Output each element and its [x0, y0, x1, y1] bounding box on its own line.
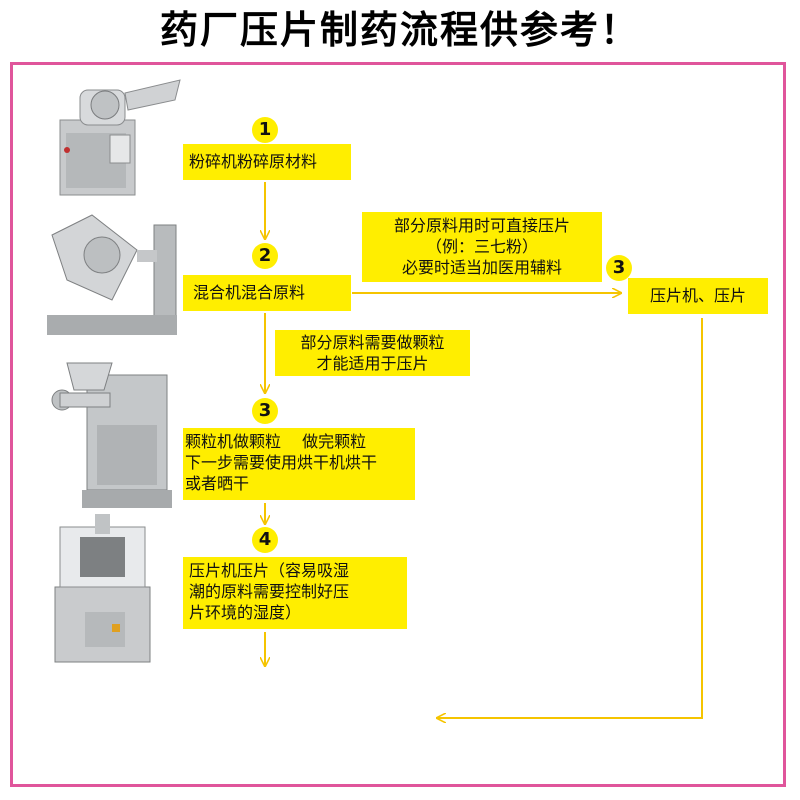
step-2-text: 混合机混合原料 — [183, 275, 351, 311]
granule-note: 部分原料需要做颗粒 才能适用于压片 — [275, 330, 470, 376]
step-number-1: 1 — [252, 117, 278, 143]
branch-step-number: 3 — [606, 255, 632, 281]
step-4-text: 压片机压片（容易吸湿 潮的原料需要控制好压 片环境的湿度） — [183, 557, 407, 629]
step-3-text: 颗粒机做颗粒 做完颗粒 下一步需要使用烘干机烘干 或者晒干 — [183, 428, 415, 500]
crusher-machine-image — [59, 79, 181, 196]
step-1-text: 粉碎机粉碎原材料 — [183, 144, 351, 180]
granulator-machine-image — [51, 362, 172, 508]
step-number-3: 3 — [252, 398, 278, 424]
mixer-machine-image — [47, 214, 177, 335]
content-frame — [10, 62, 786, 787]
arrow-press-return — [438, 318, 703, 718]
press-target-label: 压片机、压片 — [628, 278, 768, 314]
tablet-press-image — [54, 514, 151, 663]
direct-press-note: 部分原料用时可直接压片 （例：三七粉） 必要时适当加医用辅料 — [362, 212, 602, 282]
step-number-4: 4 — [252, 527, 278, 553]
page-title: 药厂压片制药流程供参考！ — [159, 8, 640, 52]
step-number-2: 2 — [252, 243, 278, 269]
